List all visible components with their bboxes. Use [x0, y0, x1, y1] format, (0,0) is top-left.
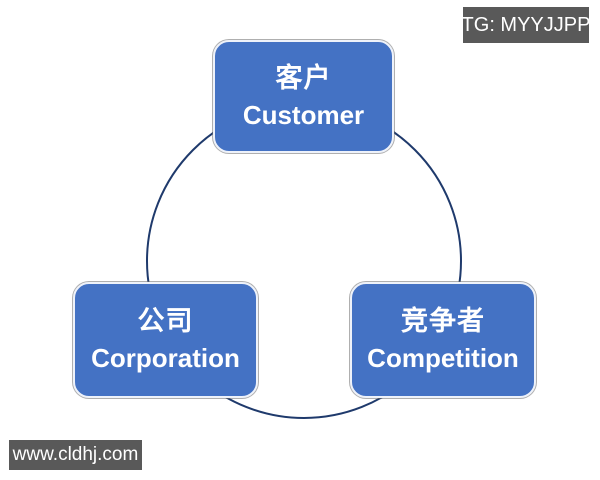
watermark-badge-tg: TG: MYYJJPP	[462, 7, 590, 43]
node-customer: 客户 Customer	[213, 40, 394, 153]
node-corporation-label-zh: 公司	[137, 306, 194, 337]
node-corporation-label-en: Corporation	[91, 343, 240, 374]
node-customer-label-en: Customer	[242, 99, 365, 130]
node-customer-label-zh: 客户	[275, 62, 332, 93]
node-competition-label-en: Competition	[367, 343, 519, 374]
node-competition: 竞争者 Competition	[350, 282, 536, 398]
node-competition-label-zh: 竞争者	[401, 306, 485, 337]
watermark-badge-site: www.cldhj.com	[9, 440, 142, 470]
node-corporation: 公司 Corporation	[73, 282, 258, 398]
